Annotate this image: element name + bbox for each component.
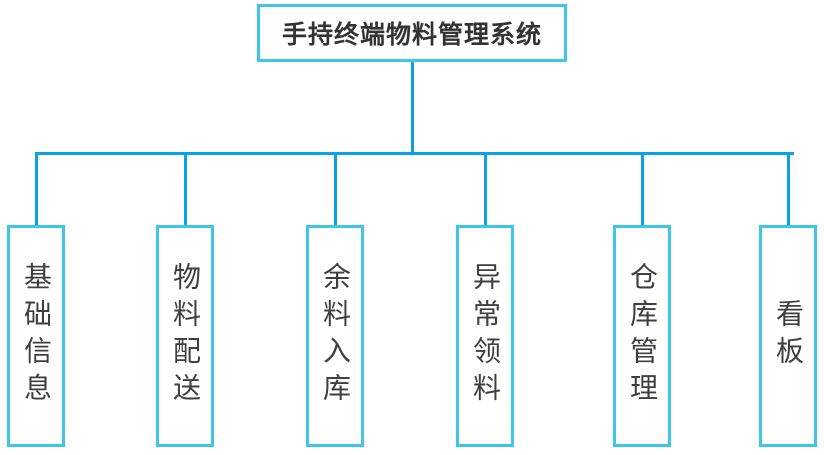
connector-root-stem [411,62,414,154]
node-material-delivery: 物料配送 [156,225,214,447]
node-basic-info: 基础信息 [7,225,65,447]
connector-drop-warehouse-management [641,152,644,233]
connector-drop-abnormal-picking [484,152,487,233]
node-basic-info-label: 基础信息 [20,262,53,410]
connector-drop-kanban [787,152,790,233]
node-surplus-inbound-label: 余料入库 [319,262,352,410]
root-node-label: 手持终端物料管理系统 [281,20,542,49]
connector-drop-surplus-inbound [334,152,337,233]
root-node-handheld-terminal-material-management-system: 手持终端物料管理系统 [257,4,567,62]
node-warehouse-management-label: 仓库管理 [626,262,659,410]
connector-drop-basic-info [35,152,38,233]
connector-drop-material-delivery [184,152,187,233]
node-abnormal-picking: 异常领料 [456,225,514,447]
node-surplus-inbound: 余料入库 [306,225,364,447]
node-kanban-label: 看板 [772,299,805,373]
node-kanban: 看板 [759,225,817,447]
connector-horizontal-bar [36,152,794,155]
node-material-delivery-label: 物料配送 [169,262,202,410]
node-warehouse-management: 仓库管理 [613,225,671,447]
node-abnormal-picking-label: 异常领料 [469,262,502,410]
